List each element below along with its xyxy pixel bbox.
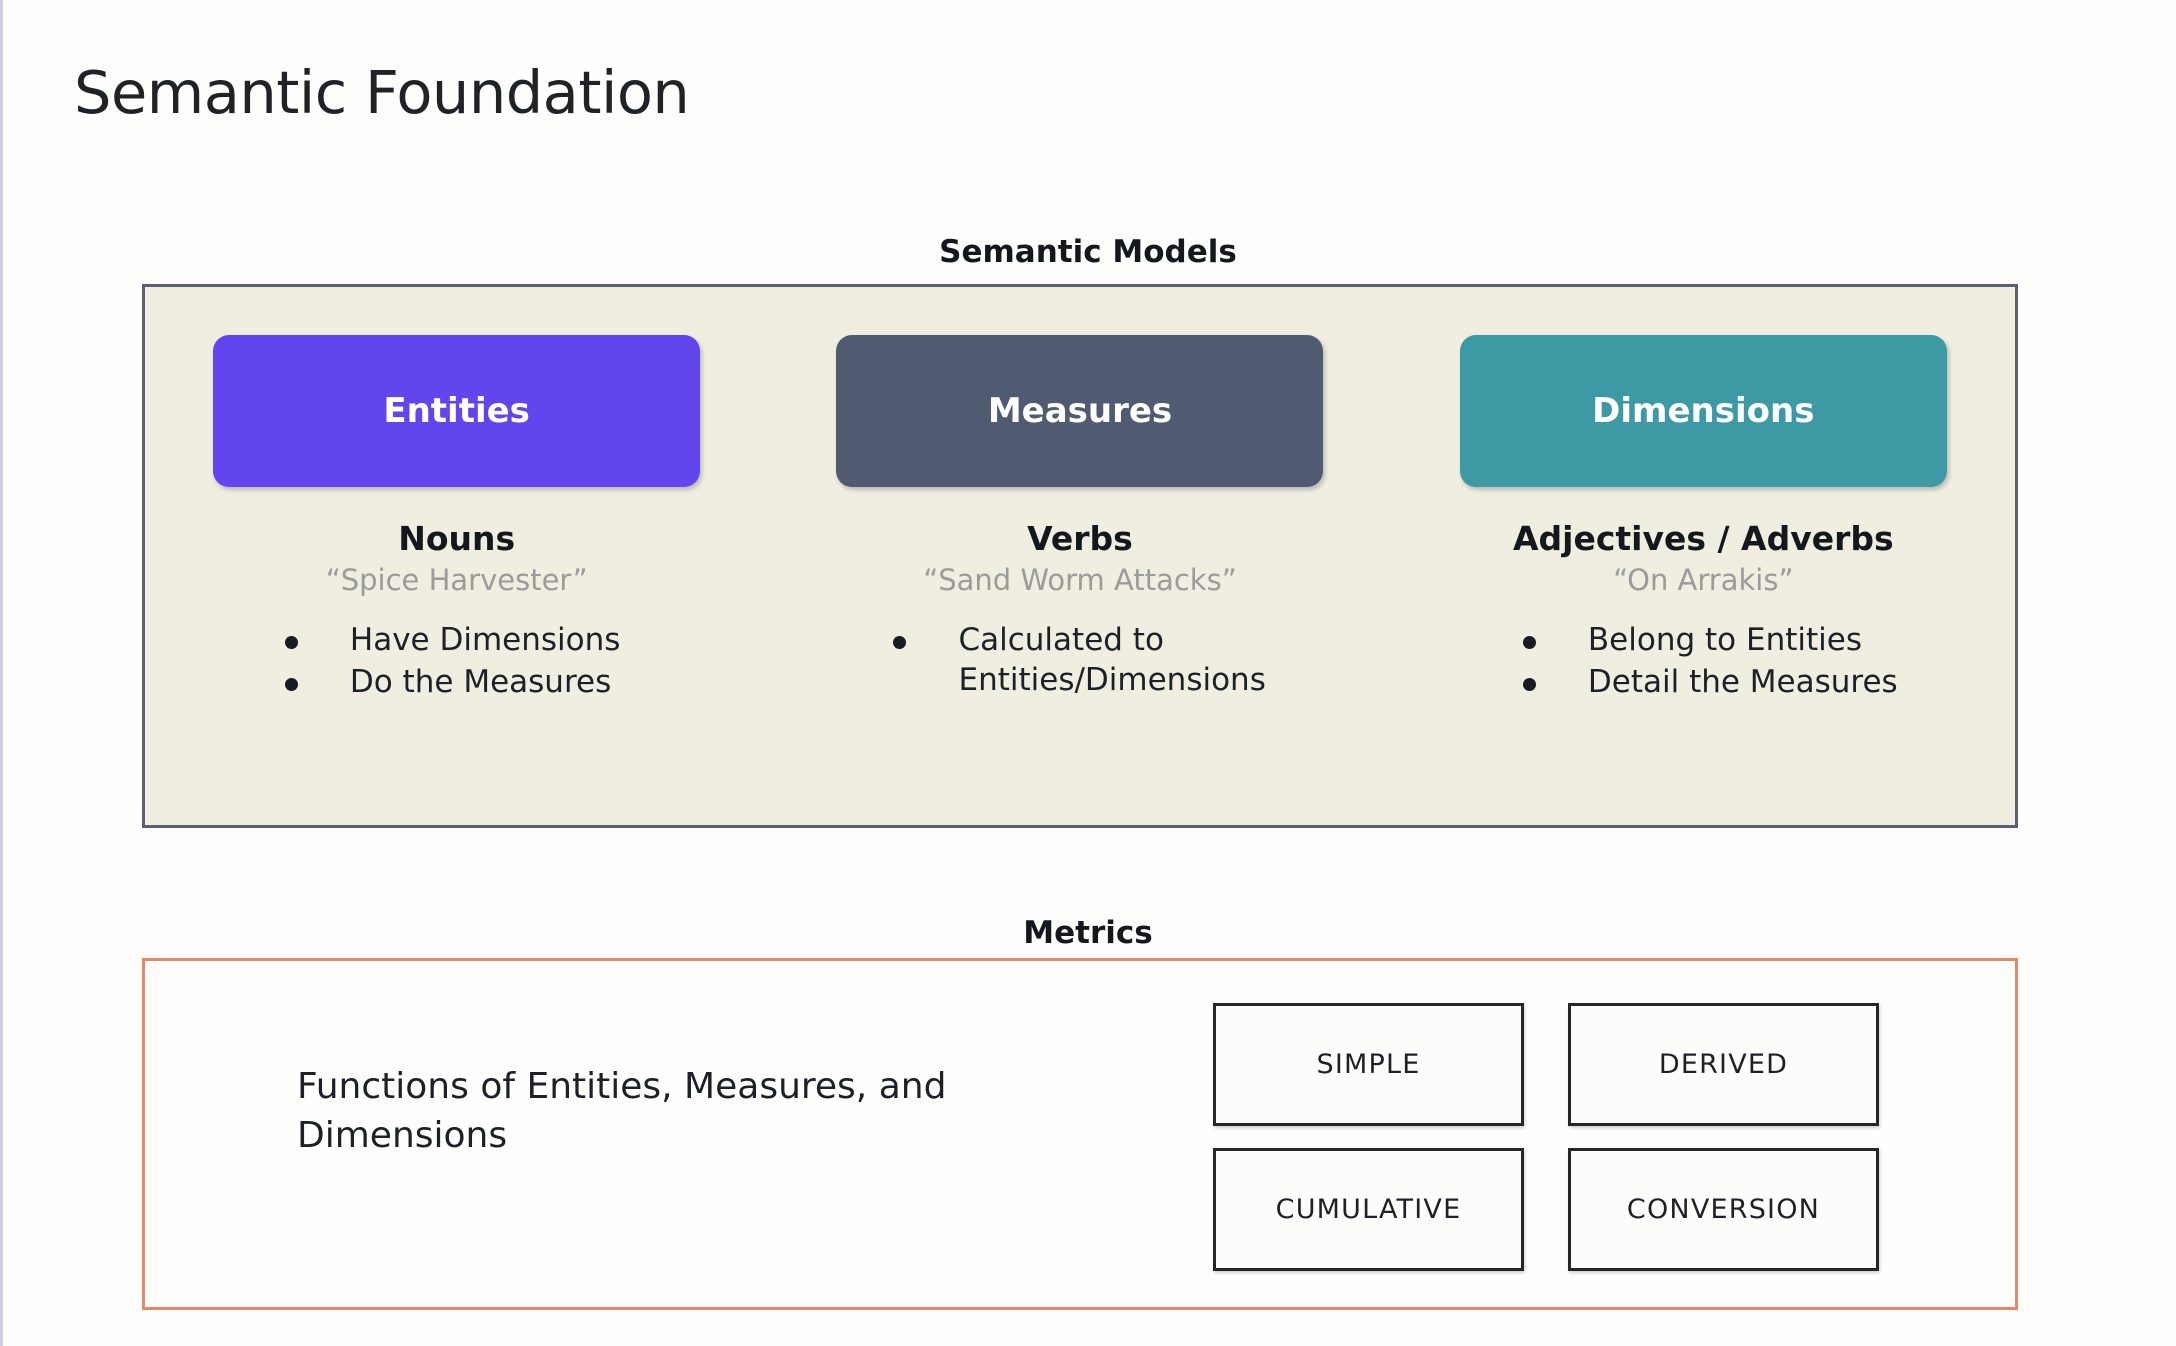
dimensions-example: “On Arrakis” <box>1613 563 1794 597</box>
list-item: Detail the Measures <box>1522 663 1898 703</box>
semantic-models-panel: Entities Nouns “Spice Harvester” Have Di… <box>142 284 2018 828</box>
measures-bullet-list: Calculated to Entities/Dimensions <box>893 621 1288 702</box>
bullet-dot-icon <box>893 636 907 649</box>
list-item: Belong to Entities <box>1522 621 1898 661</box>
metrics-description: Functions of Entities, Measures, and Dim… <box>297 1066 947 1156</box>
metrics-type-grid: SIMPLE DERIVED CUMULATIVE CONVERSION <box>1213 1003 1879 1271</box>
list-item-label: Belong to Entities <box>1587 622 1862 658</box>
entities-example: “Spice Harvester” <box>325 563 588 597</box>
list-item-label: Detail the Measures <box>1587 663 1898 700</box>
bullet-dot-icon <box>1522 636 1536 649</box>
list-item: Do the Measures <box>284 663 621 703</box>
measures-pill[interactable]: Measures <box>836 335 1324 487</box>
entities-part-of-speech: Nouns <box>398 519 516 558</box>
list-item-label: Have Dimensions <box>349 622 621 658</box>
list-item-label: Calculated to Entities/Dimensions <box>958 622 1266 698</box>
page-title: Semantic Foundation <box>74 58 690 127</box>
semantic-models-heading: Semantic Models <box>939 234 1237 270</box>
semantic-model-column-entities: Entities Nouns “Spice Harvester” Have Di… <box>145 287 768 825</box>
dimensions-part-of-speech: Adjectives / Adverbs <box>1512 519 1894 558</box>
list-item: Have Dimensions <box>284 621 621 661</box>
left-edge-line <box>0 0 3 1346</box>
metric-type-cumulative[interactable]: CUMULATIVE <box>1213 1148 1524 1271</box>
list-item: Calculated to Entities/Dimensions <box>893 621 1288 700</box>
metric-type-conversion[interactable]: CONVERSION <box>1568 1148 1879 1271</box>
bullet-dot-icon <box>284 636 298 649</box>
measures-example: “Sand Worm Attacks” <box>923 563 1237 597</box>
measures-part-of-speech: Verbs <box>1027 519 1133 558</box>
entities-pill[interactable]: Entities <box>213 335 701 487</box>
entities-bullet-list: Have Dimensions Do the Measures <box>284 621 621 704</box>
semantic-models-columns: Entities Nouns “Spice Harvester” Have Di… <box>145 287 2015 825</box>
metric-type-simple[interactable]: SIMPLE <box>1213 1003 1524 1126</box>
bullet-dot-icon <box>284 677 298 691</box>
list-item-label: Do the Measures <box>349 663 612 700</box>
metrics-panel: Functions of Entities, Measures, and Dim… <box>142 958 2018 1310</box>
semantic-model-column-dimensions: Dimensions Adjectives / Adverbs “On Arra… <box>1392 287 2015 825</box>
semantic-model-column-measures: Measures Verbs “Sand Worm Attacks” Calcu… <box>768 287 1391 825</box>
metrics-heading: Metrics <box>1023 915 1153 951</box>
bullet-dot-icon <box>1522 677 1536 691</box>
dimensions-pill[interactable]: Dimensions <box>1459 335 1947 487</box>
metric-type-derived[interactable]: DERIVED <box>1568 1003 1879 1126</box>
dimensions-bullet-list: Belong to Entities Detail the Measures <box>1522 621 1898 704</box>
